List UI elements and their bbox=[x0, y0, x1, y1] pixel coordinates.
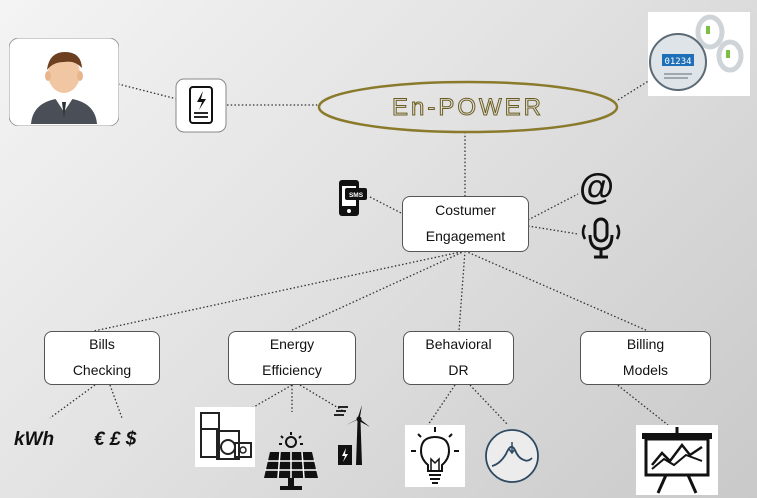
appliances-icon bbox=[195, 407, 255, 467]
energy-bill-icon bbox=[175, 78, 227, 133]
costumer-engagement-node: Costumer Engagement bbox=[402, 196, 529, 252]
billing-models-node: Billing Models bbox=[580, 331, 711, 385]
load-curve-gauge-icon bbox=[485, 429, 539, 483]
engagement-line1: Costumer bbox=[435, 202, 496, 219]
at-sign-icon: @ bbox=[579, 166, 615, 207]
wind-turbine-icon bbox=[334, 405, 370, 465]
sms-phone-icon: SMS bbox=[339, 180, 367, 216]
en-power-ellipse: En-POWER bbox=[317, 80, 619, 134]
behavioral-line2: DR bbox=[448, 362, 469, 378]
efficiency-line2: Efficiency bbox=[262, 362, 322, 378]
bills-line1: Bills bbox=[89, 336, 115, 353]
efficiency-line1: Energy bbox=[269, 336, 315, 353]
presentation-board-icon bbox=[636, 425, 718, 495]
currency-label: € £ $ bbox=[94, 429, 137, 450]
sms-label: SMS bbox=[349, 192, 364, 199]
kwh-label: kWh bbox=[14, 429, 55, 450]
behavioral-dr-node: Behavioral DR bbox=[403, 331, 514, 385]
user-avatar-icon bbox=[9, 38, 119, 126]
billing-line2: Models bbox=[622, 362, 669, 378]
microphone-icon bbox=[581, 217, 621, 259]
smart-meter-icon: 01234 bbox=[648, 12, 750, 96]
light-bulb-icon bbox=[405, 425, 465, 487]
engagement-line2: Engagement bbox=[425, 228, 506, 244]
en-power-label: En-POWER bbox=[392, 94, 544, 121]
solar-panel-icon bbox=[264, 432, 318, 490]
energy-efficiency-node: Energy Efficiency bbox=[228, 331, 356, 385]
bills-line2: Checking bbox=[72, 362, 132, 378]
billing-line1: Billing bbox=[626, 336, 665, 353]
meter-reading: 01234 bbox=[664, 57, 691, 67]
bills-checking-node: Bills Checking bbox=[44, 331, 160, 385]
behavioral-line1: Behavioral bbox=[425, 336, 492, 353]
